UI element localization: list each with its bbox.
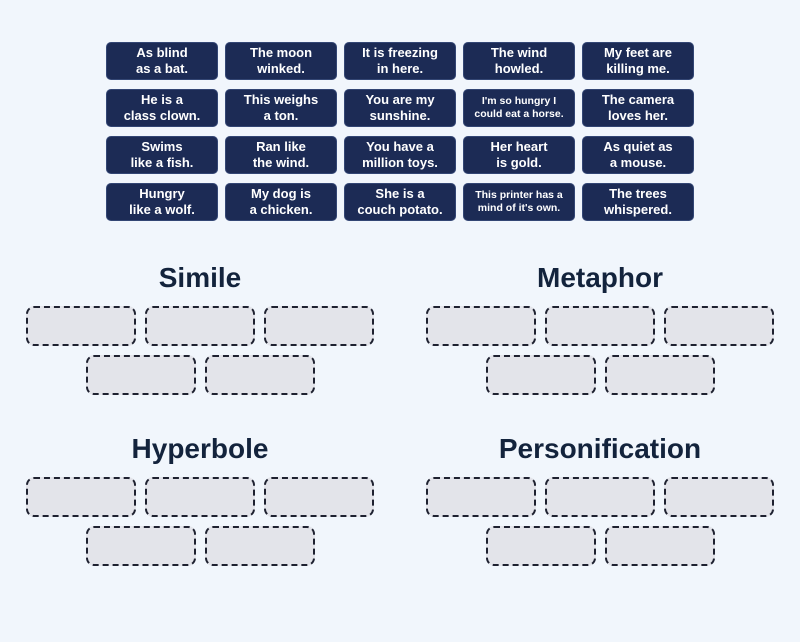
drop-slot[interactable] bbox=[604, 526, 715, 566]
category-title-personification: Personification bbox=[498, 433, 702, 464]
phrase-tile[interactable]: Hungry like a wolf. bbox=[106, 183, 218, 221]
phrase-tile[interactable]: This printer has a mind of it's own. bbox=[463, 183, 575, 221]
drop-slot[interactable] bbox=[264, 306, 374, 346]
slot-row bbox=[485, 355, 715, 395]
phrase-tile[interactable]: I'm so hungry I could eat a horse. bbox=[463, 89, 575, 127]
slot-row bbox=[426, 477, 774, 517]
category-area: Simile Metaphor Hyperbole Personificatio… bbox=[0, 261, 800, 575]
phrase-tile[interactable]: She is a couch potato. bbox=[344, 183, 456, 221]
phrase-tile[interactable]: Ran like the wind. bbox=[225, 136, 337, 174]
category-title-hyperbole: Hyperbole bbox=[131, 433, 269, 464]
phrase-tile[interactable]: He is a class clown. bbox=[106, 89, 218, 127]
drop-slot[interactable] bbox=[26, 477, 136, 517]
drop-slot[interactable] bbox=[485, 526, 596, 566]
drop-slot[interactable] bbox=[664, 477, 774, 517]
drop-slot[interactable] bbox=[604, 355, 715, 395]
category-group-metaphor: Metaphor bbox=[400, 261, 800, 404]
phrase-tile[interactable]: The camera loves her. bbox=[582, 89, 694, 127]
category-group-personification: Personification bbox=[400, 432, 800, 575]
drop-slot[interactable] bbox=[145, 306, 255, 346]
drop-slot[interactable] bbox=[426, 477, 536, 517]
phrase-tile[interactable]: My feet are killing me. bbox=[582, 42, 694, 80]
drop-slot[interactable] bbox=[264, 477, 374, 517]
slot-row bbox=[85, 355, 315, 395]
slot-area-metaphor bbox=[426, 306, 774, 404]
phrase-tile[interactable]: You are my sunshine. bbox=[344, 89, 456, 127]
phrase-tile[interactable]: My dog is a chicken. bbox=[225, 183, 337, 221]
drop-slot[interactable] bbox=[85, 355, 196, 395]
slot-area-personification bbox=[426, 477, 774, 575]
activity-stage: As blind as a bat.The moon winked.It is … bbox=[0, 42, 800, 642]
drop-slot[interactable] bbox=[545, 477, 655, 517]
phrase-tile[interactable]: Swims like a fish. bbox=[106, 136, 218, 174]
slot-area-simile bbox=[26, 306, 374, 404]
slot-row bbox=[426, 306, 774, 346]
drop-slot[interactable] bbox=[545, 306, 655, 346]
slot-area-hyperbole bbox=[26, 477, 374, 575]
category-group-hyperbole: Hyperbole bbox=[0, 432, 400, 575]
drop-slot[interactable] bbox=[204, 355, 315, 395]
phrase-tile[interactable]: The wind howled. bbox=[463, 42, 575, 80]
phrase-tile[interactable]: The moon winked. bbox=[225, 42, 337, 80]
phrase-tile[interactable]: You have a million toys. bbox=[344, 136, 456, 174]
phrase-tile[interactable]: As quiet as a mouse. bbox=[582, 136, 694, 174]
phrase-tile[interactable]: As blind as a bat. bbox=[106, 42, 218, 80]
drop-slot[interactable] bbox=[85, 526, 196, 566]
category-title-simile: Simile bbox=[158, 262, 242, 293]
phrase-tile[interactable]: This weighs a ton. bbox=[225, 89, 337, 127]
phrase-tile[interactable]: The trees whispered. bbox=[582, 183, 694, 221]
drop-slot[interactable] bbox=[204, 526, 315, 566]
slot-row bbox=[26, 306, 374, 346]
drop-slot[interactable] bbox=[26, 306, 136, 346]
category-group-simile: Simile bbox=[0, 261, 400, 404]
tile-grid: As blind as a bat.The moon winked.It is … bbox=[100, 42, 700, 221]
phrase-tile[interactable]: It is freezing in here. bbox=[344, 42, 456, 80]
slot-row bbox=[485, 526, 715, 566]
slot-row bbox=[26, 477, 374, 517]
drop-slot[interactable] bbox=[664, 306, 774, 346]
page: { "colors": { "page_bg": "#f1f6fc", "til… bbox=[0, 42, 800, 642]
phrase-tile[interactable]: Her heart is gold. bbox=[463, 136, 575, 174]
slot-row bbox=[85, 526, 315, 566]
drop-slot[interactable] bbox=[426, 306, 536, 346]
drop-slot[interactable] bbox=[145, 477, 255, 517]
category-title-metaphor: Metaphor bbox=[537, 262, 663, 293]
drop-slot[interactable] bbox=[485, 355, 596, 395]
